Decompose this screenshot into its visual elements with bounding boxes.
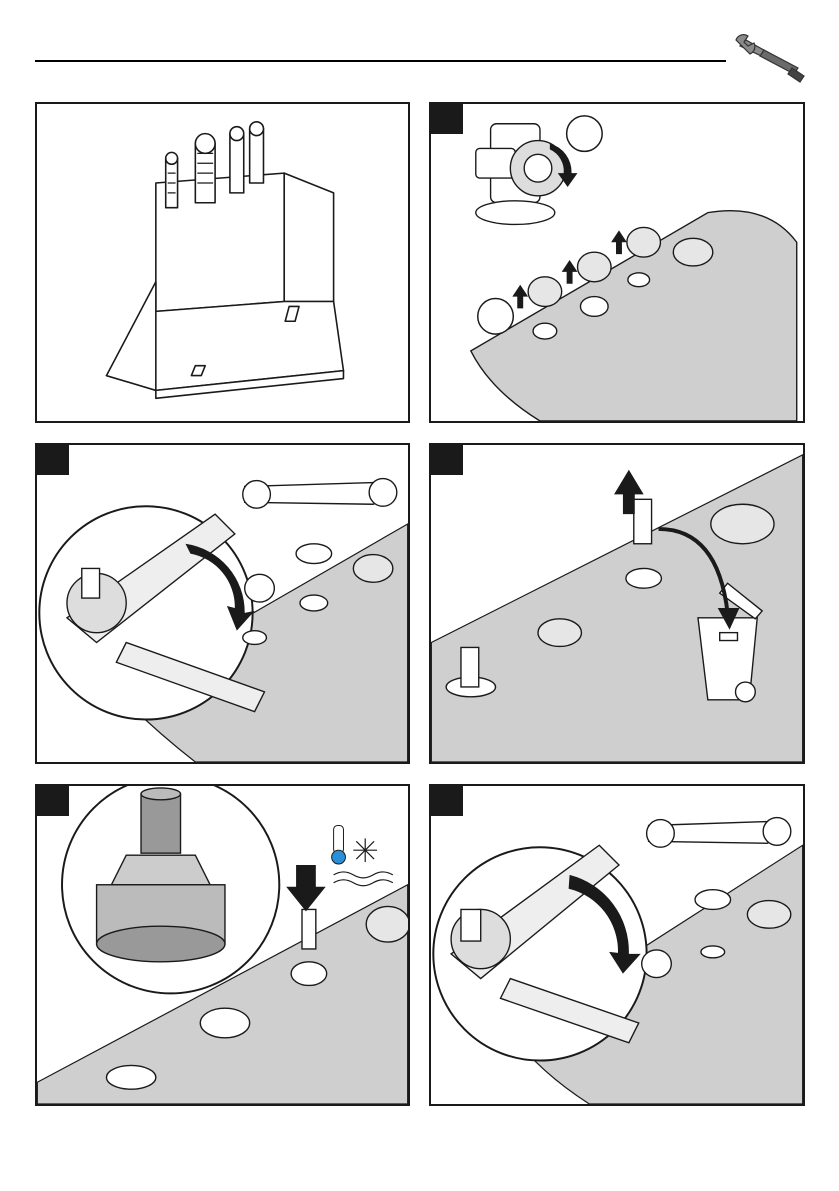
tighten-illustration: [431, 786, 803, 1104]
panel-concealed-body: [35, 102, 410, 423]
wrench-screwdriver-icon: [734, 32, 806, 84]
callout-circle-1: [567, 116, 603, 152]
step-badge: [431, 445, 463, 475]
step-badge: [37, 445, 69, 475]
insert-illustration: [37, 786, 408, 1104]
dispose-illustration: [431, 445, 803, 762]
panel-step-insert: [35, 784, 410, 1106]
header-rule: [35, 60, 726, 62]
thermometer-snowflake-icon: [332, 826, 393, 886]
step-badge: [37, 786, 69, 816]
shutoff-illustration: [431, 104, 803, 421]
step-badge: [431, 104, 463, 134]
concealed-body-illustration: [37, 104, 408, 421]
panel-step-dispose: [429, 443, 805, 764]
panel-step-tighten: [429, 784, 805, 1106]
unscrew-illustration: [37, 445, 408, 762]
callout-circle-2: [478, 299, 514, 335]
panel-step-shutoff: [429, 102, 805, 423]
panel-step-unscrew: [35, 443, 410, 764]
step-badge: [431, 786, 463, 816]
